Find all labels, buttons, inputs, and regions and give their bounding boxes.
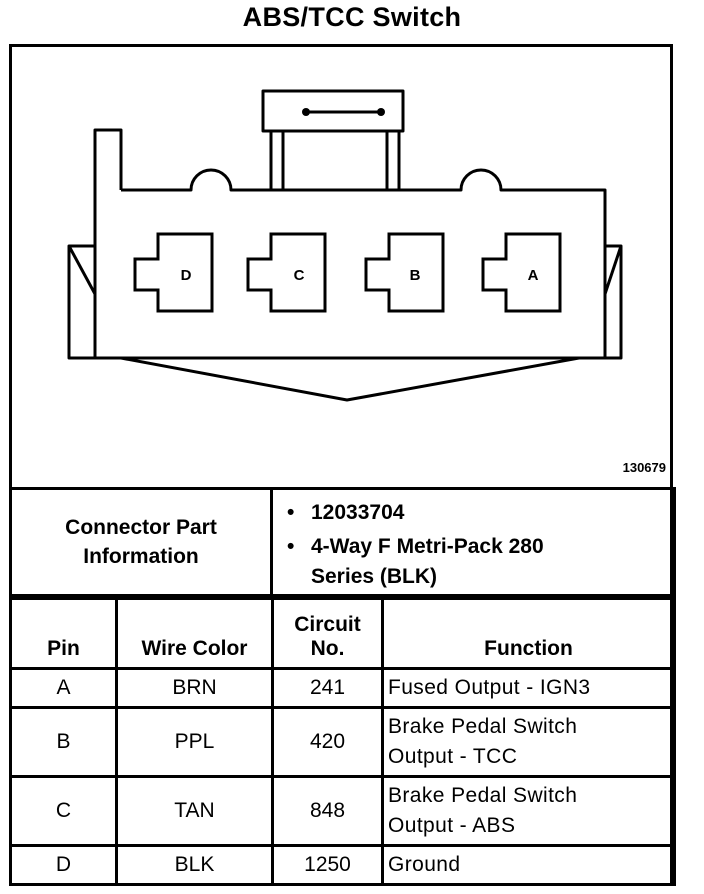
connector-type-item: •4-Way F Metri-Pack 280 bbox=[287, 535, 544, 558]
pin-table-header: Pin Wire Color Circuit No. Function bbox=[9, 597, 676, 670]
cavity-c-outline bbox=[246, 232, 327, 313]
connector-type-line1: 4-Way F Metri-Pack 280 bbox=[311, 535, 544, 558]
table-row: B PPL 420 Brake Pedal Switch Output - TC… bbox=[9, 706, 676, 778]
function-line1: Fused Output - IGN3 bbox=[388, 676, 591, 699]
figure-code: 130679 bbox=[622, 460, 666, 475]
function-line1: Brake Pedal Switch bbox=[388, 784, 578, 807]
cavity-a-outline bbox=[481, 232, 562, 313]
connector-label-line2: Information bbox=[83, 545, 199, 568]
pin-cell: B bbox=[9, 706, 118, 778]
circuit-cell: 848 bbox=[271, 775, 384, 847]
right-latch bbox=[605, 244, 623, 360]
table-row: C TAN 848 Brake Pedal Switch Output - AB… bbox=[9, 775, 676, 847]
header-wire-color: Wire Color bbox=[115, 597, 274, 670]
connector-type-line2: Series (BLK) bbox=[311, 565, 438, 588]
circuit-cell: 420 bbox=[271, 706, 384, 778]
cavity-label-d: D bbox=[181, 267, 192, 284]
pin-cell: A bbox=[9, 667, 118, 709]
function-cell: Brake Pedal Switch Output - ABS bbox=[381, 775, 676, 847]
circuit-cell: 241 bbox=[271, 667, 384, 709]
header-function: Function bbox=[381, 597, 676, 670]
pin-cell: D bbox=[9, 844, 118, 886]
header-circuit-line2: No. bbox=[310, 637, 345, 660]
table-row: D BLK 1250 Ground bbox=[9, 844, 676, 886]
function-line2: Output - ABS bbox=[388, 814, 516, 837]
wire-color-cell: BRN bbox=[115, 667, 274, 709]
function-line1: Brake Pedal Switch bbox=[388, 715, 578, 738]
wire-color-cell: PPL bbox=[115, 706, 274, 778]
function-cell: Ground bbox=[381, 844, 676, 886]
header-circuit: Circuit No. bbox=[271, 597, 384, 670]
wire-color-cell: TAN bbox=[115, 775, 274, 847]
function-line1: Ground bbox=[388, 853, 461, 876]
locking-tab bbox=[261, 89, 405, 133]
cavity-b-outline bbox=[364, 232, 445, 313]
cavity-label-c: C bbox=[294, 267, 305, 284]
cavity-label-a: A bbox=[528, 267, 539, 284]
connector-info-table: Connector Part Information •12033704 •4-… bbox=[9, 487, 676, 597]
diagram-frame bbox=[9, 44, 673, 886]
bottom-chevron bbox=[120, 356, 580, 402]
function-cell: Brake Pedal Switch Output - TCC bbox=[381, 706, 676, 778]
part-number: 12033704 bbox=[311, 501, 405, 524]
connector-info-values: •12033704 •4-Way F Metri-Pack 280 Series… bbox=[270, 487, 676, 597]
header-circuit-line1: Circuit bbox=[294, 613, 361, 636]
function-line2: Output - TCC bbox=[388, 745, 518, 768]
cavity-d-outline bbox=[133, 232, 214, 313]
connector-drawing: D C B A bbox=[67, 89, 623, 402]
wire-color-cell: BLK bbox=[115, 844, 274, 886]
pin-table: Pin Wire Color Circuit No. Function A BR… bbox=[9, 597, 676, 886]
table-row: A BRN 241 Fused Output - IGN3 bbox=[9, 667, 676, 709]
left-latch bbox=[67, 244, 95, 360]
connector-label-line1: Connector Part bbox=[65, 516, 217, 539]
left-post bbox=[93, 128, 123, 358]
diagram-title: ABS/TCC Switch bbox=[242, 2, 462, 32]
header-pin: Pin bbox=[9, 597, 118, 670]
circuit-cell: 1250 bbox=[271, 844, 384, 886]
cavity-label-b: B bbox=[410, 267, 421, 284]
connector-info-label: Connector Part Information bbox=[9, 487, 273, 597]
pin-cell: C bbox=[9, 775, 118, 847]
connector-housing bbox=[95, 168, 607, 360]
part-number-item: •12033704 bbox=[287, 501, 405, 524]
function-cell: Fused Output - IGN3 bbox=[381, 667, 676, 709]
